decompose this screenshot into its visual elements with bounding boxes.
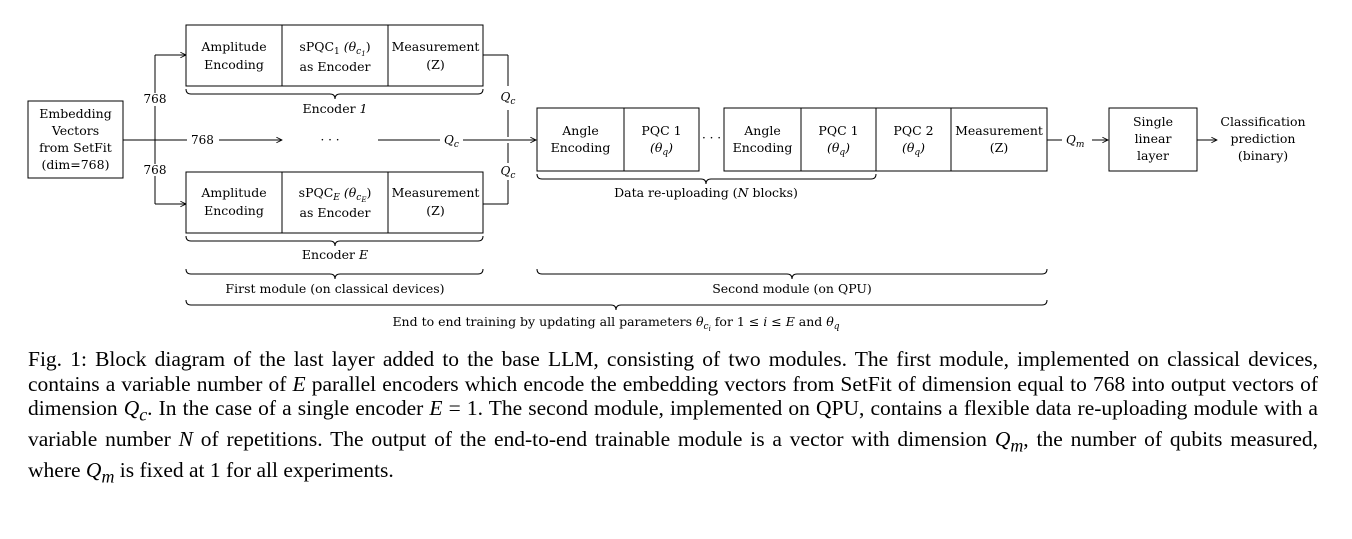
svg-text:(Z): (Z) (426, 203, 444, 218)
svg-text:Embedding: Embedding (39, 106, 111, 121)
split-label-middle: 768 (191, 133, 214, 147)
single-linear-layer-box (1108, 107, 1198, 172)
split-label-top: 768 (144, 92, 167, 106)
svg-text:Encoding: Encoding (204, 203, 264, 218)
svg-text:Measurement: Measurement (392, 185, 480, 200)
spqc-box-1 (281, 24, 389, 87)
figure-caption: Fig. 1: Block diagram of the last layer … (28, 347, 1318, 486)
svg-text:linear: linear (1135, 131, 1172, 146)
svg-text:(θq): (θq) (827, 140, 850, 158)
svg-text:PQC 1: PQC 1 (641, 123, 681, 138)
pqc1-box-1 (623, 107, 700, 172)
svg-text:Encoder E: Encoder E (302, 247, 368, 262)
module-braces: First module (on classical devices) Seco… (185, 268, 1048, 333)
svg-text:PQC 1: PQC 1 (818, 123, 858, 138)
svg-text:Amplitude: Amplitude (200, 39, 266, 54)
middle-row: 768 · · · Qc (155, 133, 536, 150)
svg-text:Measurement: Measurement (392, 39, 480, 54)
svg-text:Encoding: Encoding (551, 140, 611, 155)
svg-text:Single: Single (1133, 114, 1173, 129)
output-stage: Single linear layer Classification predi… (1108, 107, 1306, 172)
split-label-bottom: 768 (144, 163, 167, 177)
svg-text:Angle: Angle (561, 123, 598, 138)
amplitude-encoding-box-e (185, 171, 283, 234)
svg-text:sPQCE (θcE): sPQCE (θcE) (299, 185, 372, 204)
svg-text:layer: layer (1137, 148, 1169, 163)
svg-text:Measurement: Measurement (955, 123, 1043, 138)
classification-label-2: prediction (1231, 131, 1296, 146)
measurement-box-e (387, 171, 484, 234)
svg-text:(θq): (θq) (650, 140, 673, 158)
svg-text:sPQC1 (θc1): sPQC1 (θc1) (299, 39, 370, 58)
spqc-box-e (281, 171, 389, 234)
first-module-label: First module (on classical devices) (225, 281, 444, 296)
angle-encoding-box-2 (723, 107, 802, 172)
svg-text:Qc: Qc (501, 90, 516, 107)
svg-text:Qc: Qc (501, 164, 516, 181)
amplitude-encoding-box-1 (185, 24, 283, 87)
svg-text:(θq): (θq) (902, 140, 925, 158)
encoder-e: Amplitude Encoding sPQCE (θcE) as Encode… (185, 143, 516, 262)
svg-text:Encoding: Encoding (204, 57, 264, 72)
middle-output-label: Qc (444, 133, 459, 150)
block-diagram: Embedding Vectors from SetFit (dim=768) … (27, 24, 1306, 333)
split-connectors: 768 768 (123, 55, 186, 204)
second-module-label: Second module (on QPU) (712, 281, 872, 296)
svg-text:as Encoder: as Encoder (300, 205, 371, 220)
ellipsis: · · · (320, 133, 339, 147)
second-module: Angle Encoding PQC 1 (θq) · · · Angle En… (536, 107, 1108, 200)
svg-text:(Z): (Z) (426, 57, 444, 72)
svg-text:PQC 2: PQC 2 (893, 123, 933, 138)
reupload-dots: · · · (702, 131, 721, 145)
pqc1-box-2 (800, 107, 877, 172)
svg-text:Amplitude: Amplitude (200, 185, 266, 200)
encoder-1: Amplitude Encoding sPQC1 (θc1) as Encode… (185, 24, 516, 137)
svg-text:(Z): (Z) (990, 140, 1008, 155)
measurement-box-1 (387, 24, 484, 87)
svg-text:Data re-uploading (N blocks): Data re-uploading (N blocks) (614, 185, 798, 200)
classification-label-3: (binary) (1238, 148, 1288, 163)
svg-text:as Encoder: as Encoder (300, 59, 371, 74)
svg-text:from SetFit: from SetFit (39, 140, 112, 155)
svg-text:Encoding: Encoding (733, 140, 793, 155)
end-to-end-label: End to end training by updating all para… (392, 314, 839, 333)
embedding-vectors-box: Embedding Vectors from SetFit (dim=768) (27, 100, 124, 179)
svg-text:Qm: Qm (1066, 133, 1084, 150)
classification-label-1: Classification (1220, 114, 1305, 129)
svg-text:Vectors: Vectors (51, 123, 99, 138)
svg-text:Angle: Angle (743, 123, 780, 138)
svg-text:(dim=768): (dim=768) (42, 157, 110, 172)
svg-text:Encoder 1: Encoder 1 (302, 101, 367, 116)
